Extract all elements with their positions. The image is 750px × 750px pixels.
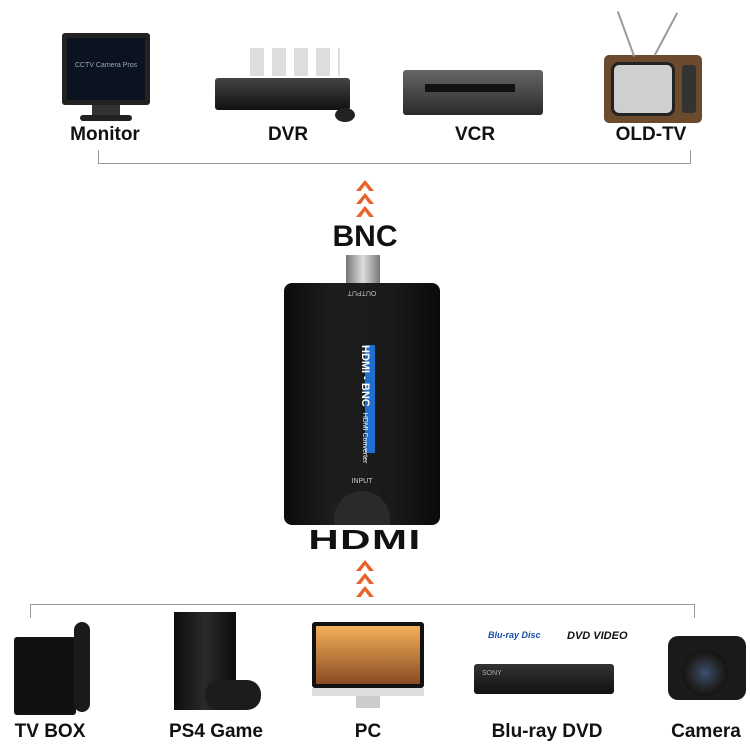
dvr-image [215,48,360,128]
input-label-tv-box: TV BOX [14,721,86,742]
vcr-image [403,70,543,115]
sony-brand: SONY [482,670,502,677]
output-port-label: OUTPUT [347,289,377,296]
device-subtitle: HDMI Converter [361,412,369,464]
camera-image [668,636,746,700]
bluray-player-image: SONY [474,664,614,694]
output-label-monitor: Monitor [70,124,140,145]
old-tv-image [604,55,702,123]
hdmi-label: HDMI [308,524,422,555]
monitor-image: CCTV Camera Pros [62,33,150,123]
input-label-camera: Camera [671,721,741,742]
output-label-old-tv: OLD-TV [615,124,687,145]
bnc-connector [346,255,380,287]
pc-image [312,622,424,712]
input-label-ps4: PS4 Game [169,721,263,742]
bnc-label: BNC [332,220,398,253]
dvd-logo: DVD VIDEO [567,630,628,642]
hdmi-bnc-converter: OUTPUT HDMI - BNC HDMI Converter INPUT [284,283,440,525]
monitor-screen-text: CCTV Camera Pros [67,38,145,100]
controller-image [205,680,261,710]
device-title: HDMI - BNC [359,345,371,407]
output-label-vcr: VCR [454,124,496,145]
bluray-logo: Blu-ray Disc [488,630,541,640]
input-label-bluray: Blu-ray DVD [491,721,603,742]
tv-box-image [14,637,76,715]
input-port-label: INPUT [351,478,373,485]
input-label-pc: PC [354,721,382,742]
blue-stripe [365,345,375,453]
output-label-dvr: DVR [267,124,309,145]
remote-image [74,622,90,712]
